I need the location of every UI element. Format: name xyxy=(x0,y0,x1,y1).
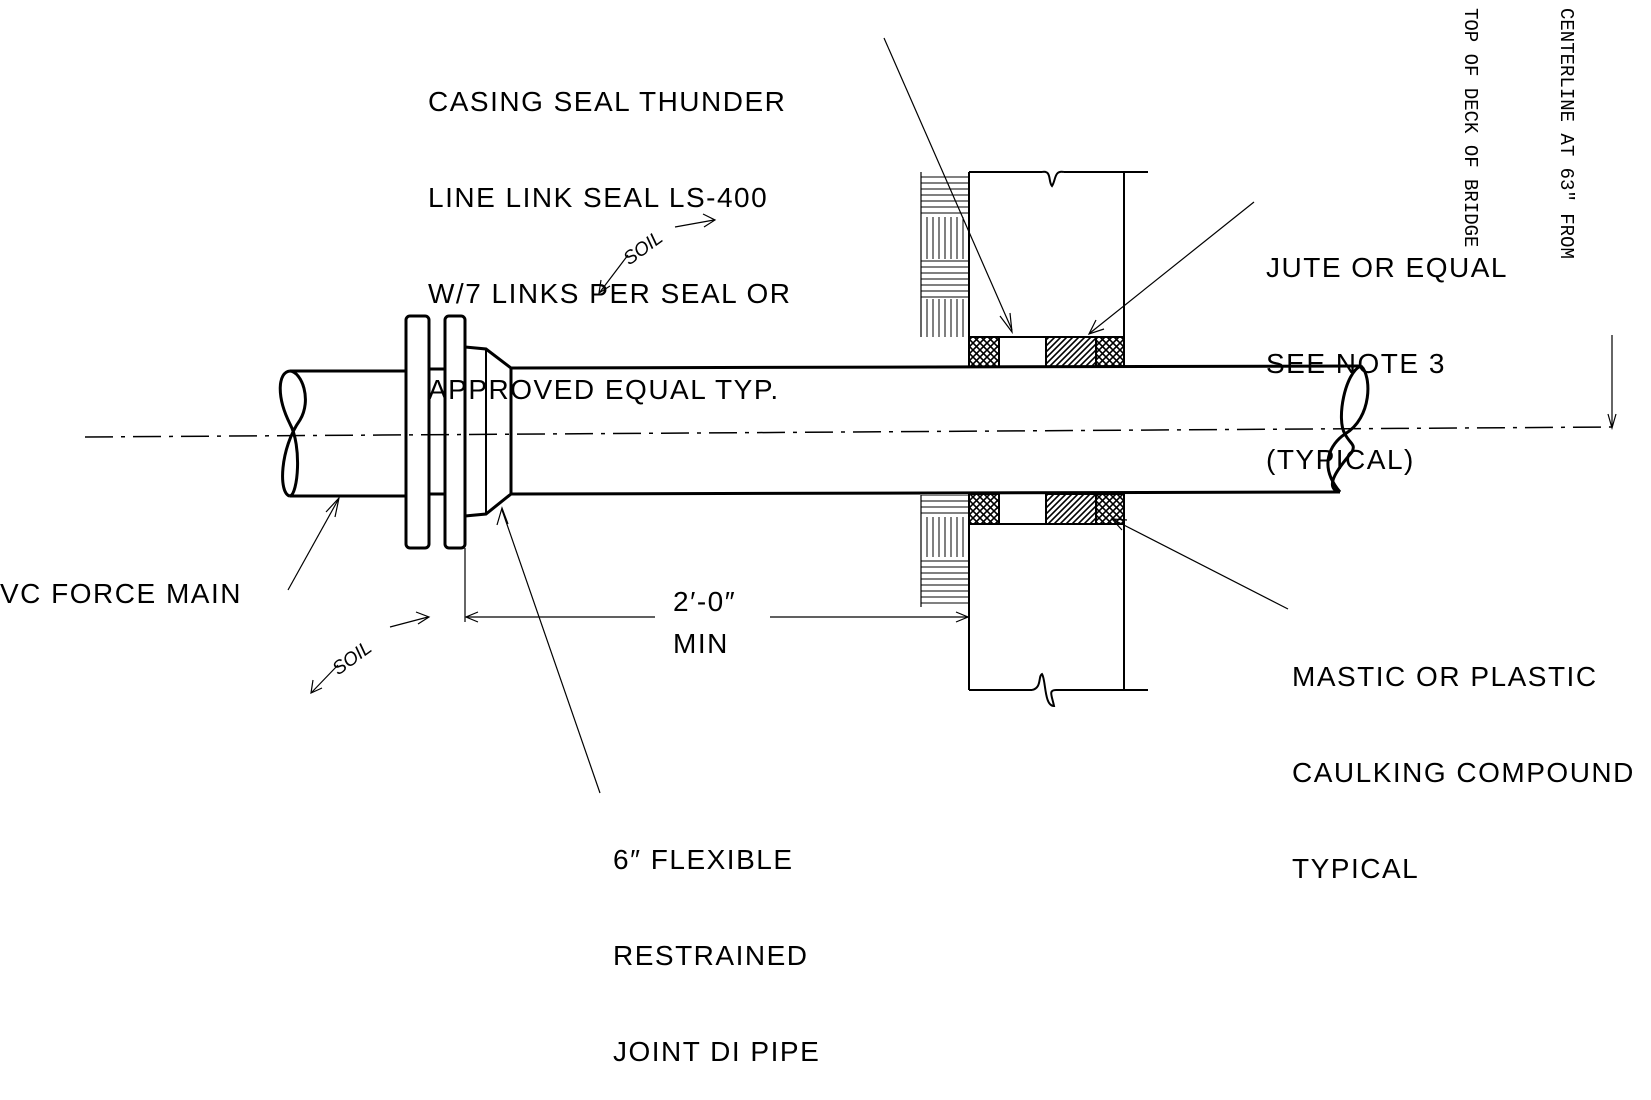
di-pipe xyxy=(510,364,1370,496)
pipe-wall-penetration-detail xyxy=(84,37,1617,794)
wall-hatch-upper-v2 xyxy=(921,299,969,337)
soil-arrows xyxy=(310,213,717,695)
force-main-label: VC FORCE MAIN xyxy=(0,578,242,609)
wall-hatch-upper-h2 xyxy=(921,259,969,299)
centerline-note-line-2: TOP OF DECK OF BRIDGE xyxy=(1459,8,1481,248)
mastic-label: MASTIC OR PLASTIC CAULKING COMPOUND TYPI… xyxy=(1292,597,1635,917)
mastic-line-1: MASTIC OR PLASTIC xyxy=(1292,661,1598,692)
wall-hatch-upper-v xyxy=(921,217,969,259)
mastic-upper xyxy=(1095,336,1125,368)
flange-2 xyxy=(443,314,467,550)
wall-hatch-lower-h xyxy=(921,495,969,517)
jute-packing-upper xyxy=(1045,336,1097,368)
concrete-wall xyxy=(968,170,1148,708)
flexible-pipe-line-2: RESTRAINED xyxy=(613,940,809,971)
link-seal-upper xyxy=(968,336,1000,368)
wall-hatch-lower-v xyxy=(921,517,969,557)
jute-label: JUTE OR EQUAL SEE NOTE 3 (TYPICAL) xyxy=(1266,188,1508,508)
casing-seal-label: CASING SEAL THUNDER LINE LINK SEAL LS-40… xyxy=(428,22,791,438)
jute-line-3: (TYPICAL) xyxy=(1266,444,1415,475)
wall-hatch-lower-h2 xyxy=(921,557,969,607)
pvc-force-main xyxy=(278,369,406,498)
flexible-pipe-label: 6″ FLEXIBLE RESTRAINED JOINT DI PIPE xyxy=(613,780,820,1100)
casing-seal-line-1: CASING SEAL THUNDER xyxy=(428,86,787,117)
flexible-pipe-line-1: 6″ FLEXIBLE xyxy=(613,844,794,875)
flexible-pipe-line-3: JOINT DI PIPE xyxy=(613,1036,821,1067)
casing-seal-line-2: LINE LINK SEAL LS-400 xyxy=(428,182,769,213)
jute-packing-lower xyxy=(1045,493,1097,525)
jute-line-1: JUTE OR EQUAL xyxy=(1266,252,1508,283)
link-seal-lower xyxy=(968,493,1000,525)
dimension-min: MIN xyxy=(673,628,729,659)
mastic-lower xyxy=(1095,493,1125,525)
centerline-arrow-icon xyxy=(1607,413,1617,431)
mastic-line-3: TYPICAL xyxy=(1292,853,1420,884)
centerline-note: CENTERLINE AT 63″ FROM TOP OF DECK OF BR… xyxy=(1422,8,1646,259)
dimension-value: 2′-0″ xyxy=(673,586,737,617)
mastic-line-2: CAULKING COMPOUND xyxy=(1292,757,1635,788)
wall-hatch-upper-h xyxy=(921,172,969,217)
min-distance-dimension xyxy=(464,548,970,623)
pipe-centerline xyxy=(84,426,1613,438)
jute-line-2: SEE NOTE 3 xyxy=(1266,348,1446,379)
restraint-gland xyxy=(464,345,513,518)
casing-seal-line-3: W/7 LINKS PER SEAL OR xyxy=(428,278,792,309)
casing-seal-line-4: APPROVED EQUAL TYP. xyxy=(428,374,780,405)
flange-1 xyxy=(404,314,431,550)
centerline-note-line-1: CENTERLINE AT 63″ FROM xyxy=(1555,8,1577,259)
leader-lines xyxy=(287,37,1289,794)
